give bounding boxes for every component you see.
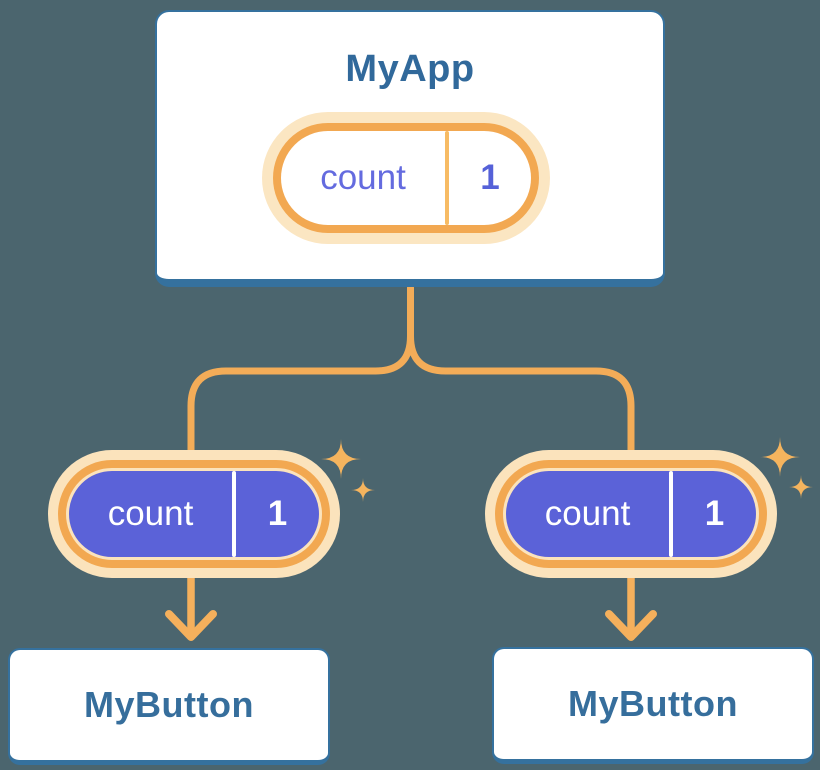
prop-pill: count 1 bbox=[503, 468, 759, 560]
component-title: MyButton bbox=[84, 684, 254, 725]
tree-branch-right bbox=[407, 284, 635, 456]
prop-pill: count 1 bbox=[66, 468, 322, 560]
state-name-cell: count bbox=[281, 131, 445, 225]
state-value-cell: 1 bbox=[449, 131, 531, 225]
component-title: MyApp bbox=[345, 48, 475, 90]
tree-branch-left bbox=[187, 284, 414, 456]
pill-divider bbox=[232, 471, 236, 557]
child-component-card: MyButton bbox=[492, 647, 814, 764]
sparkle-icon bbox=[760, 437, 813, 499]
root-component-card: MyApp bbox=[155, 10, 665, 287]
prop-value: 1 bbox=[267, 494, 288, 533]
prop-name-cell: count bbox=[506, 471, 669, 557]
component-title: MyButton bbox=[568, 683, 738, 724]
prop-name-cell: count bbox=[69, 471, 232, 557]
prop-name: count bbox=[544, 494, 631, 533]
arrow-down-icon bbox=[605, 570, 657, 641]
arrow-down-icon bbox=[165, 570, 217, 641]
state-value: 1 bbox=[480, 158, 500, 197]
prop-value-cell: 1 bbox=[673, 471, 756, 557]
state-name: count bbox=[320, 158, 406, 197]
pill-divider bbox=[669, 471, 673, 557]
prop-name: count bbox=[107, 494, 194, 533]
state-pill: count 1 bbox=[281, 131, 531, 225]
pill-divider bbox=[445, 131, 449, 225]
prop-value-cell: 1 bbox=[236, 471, 319, 557]
child-component-card: MyButton bbox=[8, 648, 330, 765]
sparkle-icon bbox=[321, 439, 375, 502]
prop-value: 1 bbox=[704, 494, 725, 533]
